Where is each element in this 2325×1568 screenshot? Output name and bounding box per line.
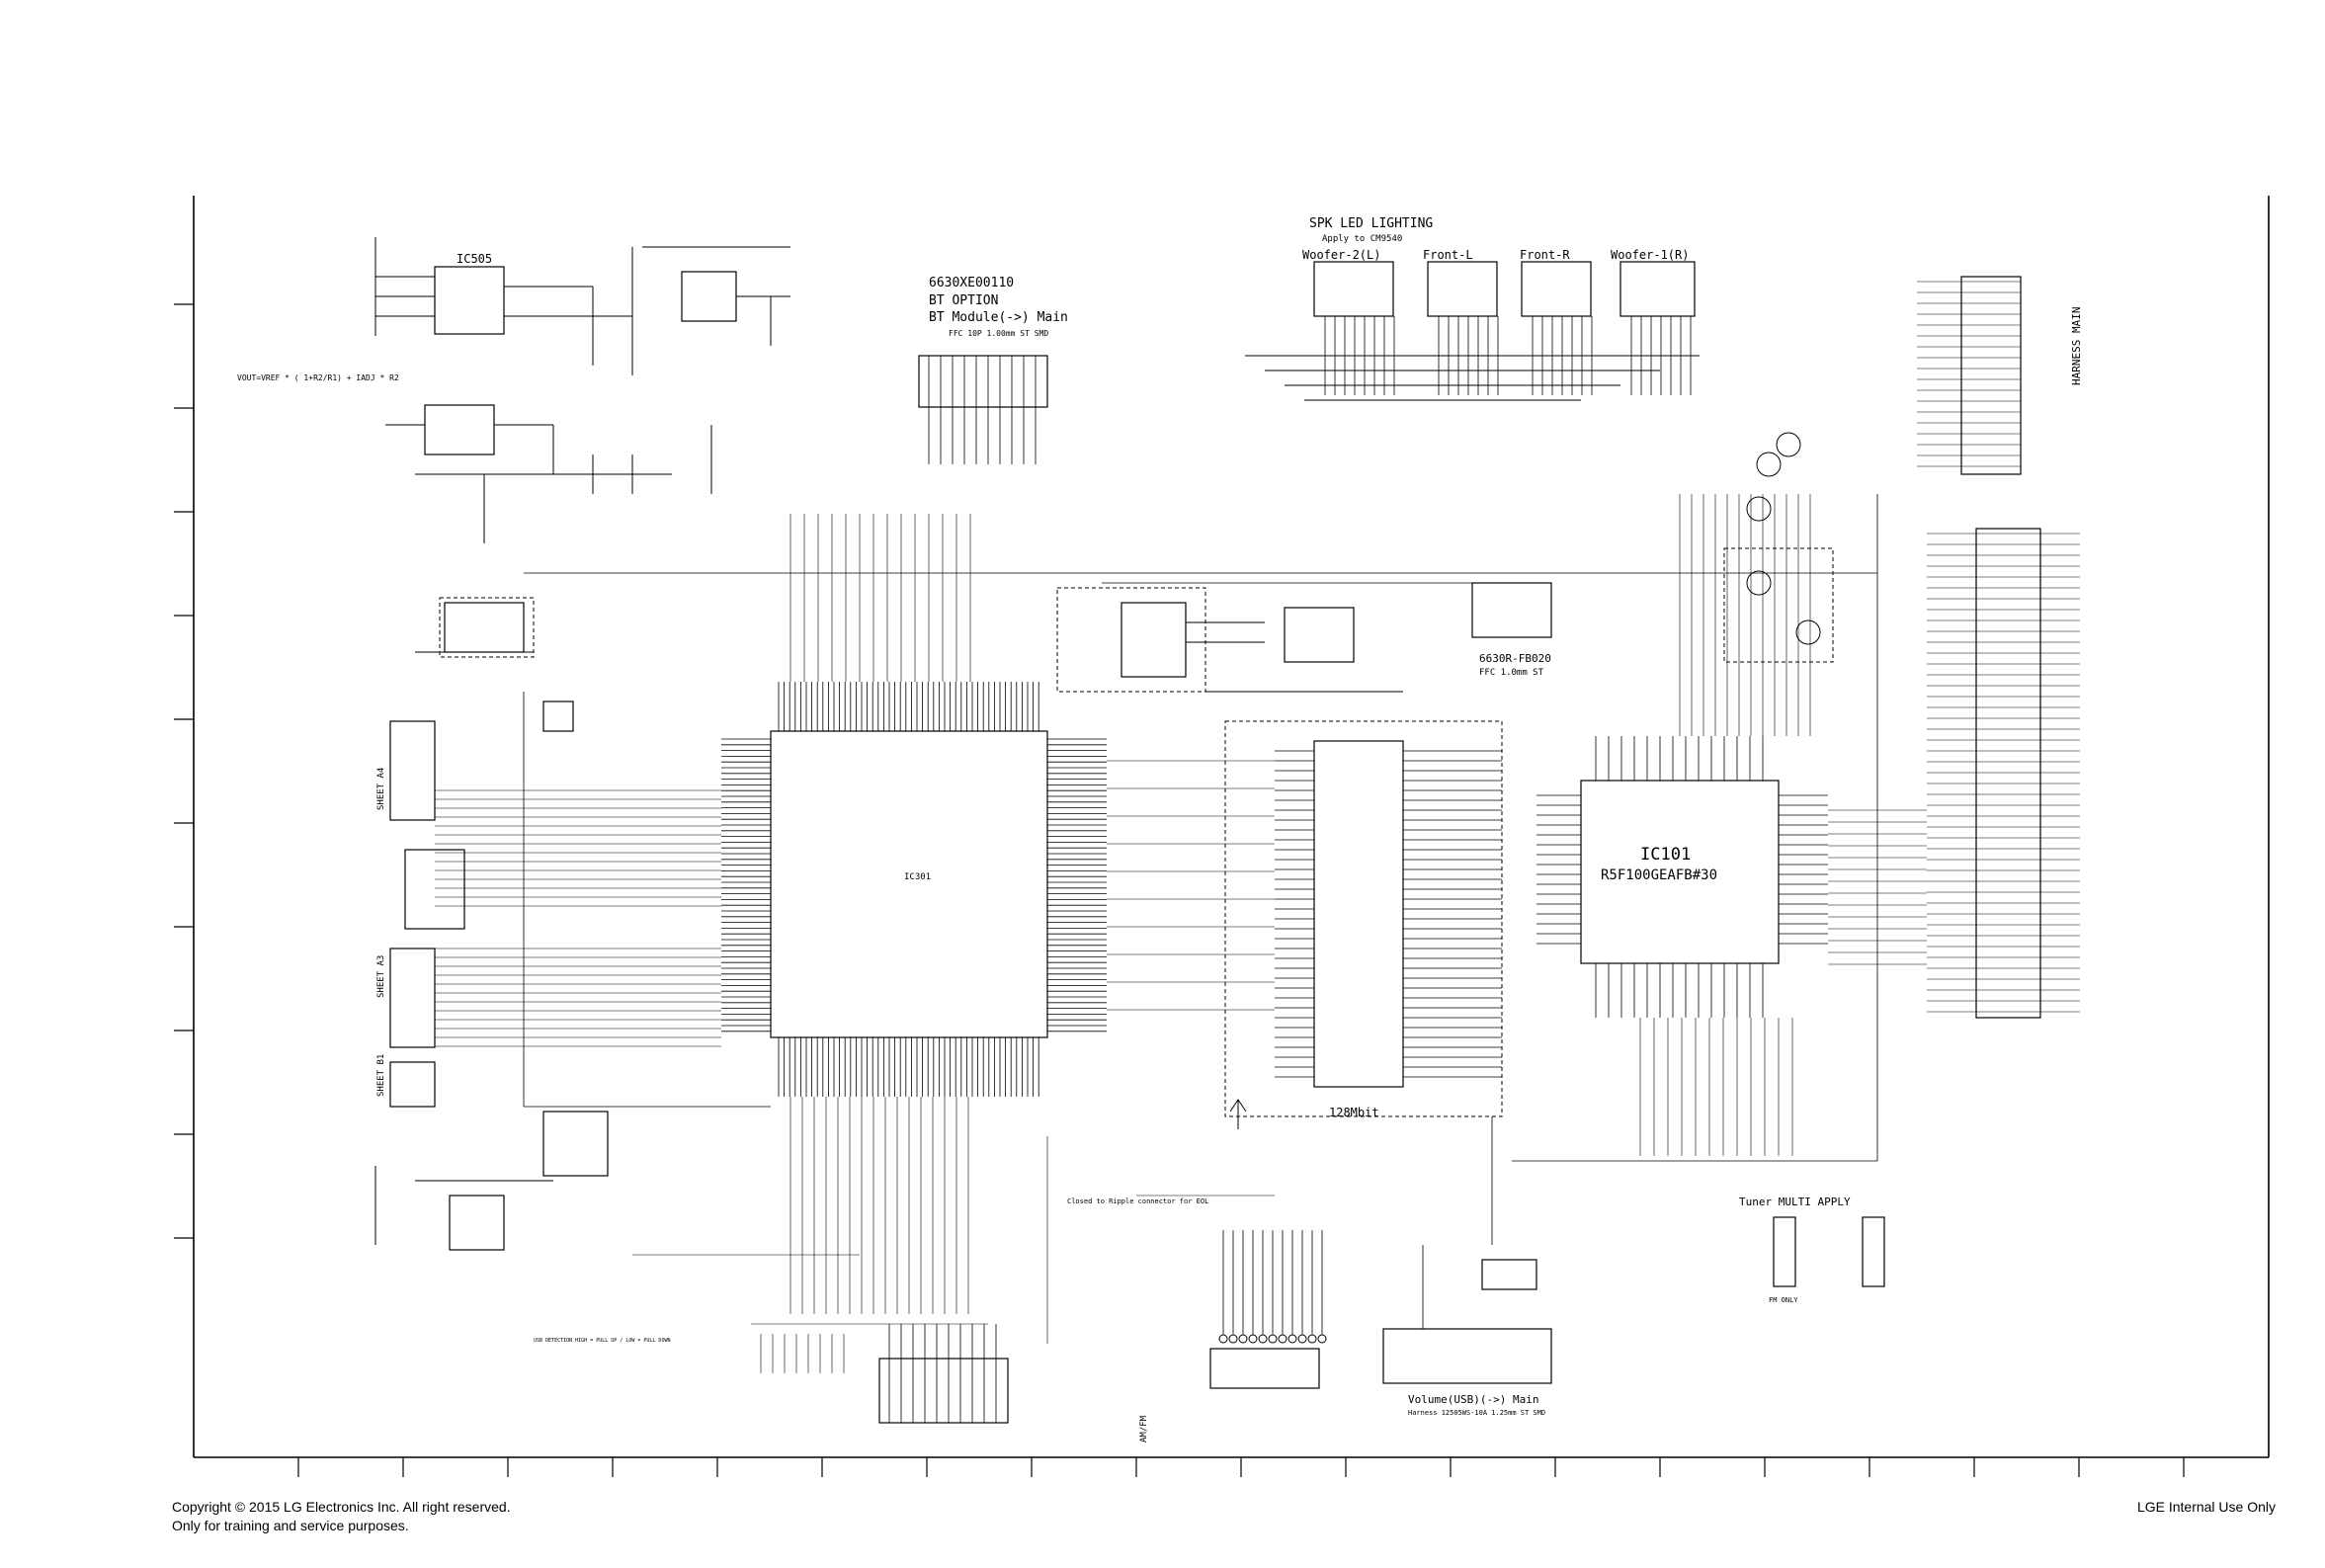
- ffc-connector: 6630R-FB020 FFC 1.0mm ST: [1471, 582, 1552, 678]
- volume-label: Volume(USB)(->) Main: [1408, 1393, 1538, 1406]
- ic505-regulator: IC505 VOUT=VREF * ( 1+R2/R1) + IADJ * R2: [237, 237, 790, 382]
- ic301-label: IC301: [904, 872, 931, 882]
- harness-main-label: HARNESS MAIN: [2070, 307, 2083, 385]
- bt-code: 6630XE00110: [929, 276, 1014, 290]
- bt-module-label: BT Module(->) Main: [929, 310, 1068, 325]
- bt-option: BT OPTION: [929, 293, 998, 308]
- woofer-l-label: Woofer-2(L): [1302, 248, 1380, 262]
- frame-bottom-ticks: [297, 1457, 2185, 1477]
- lower-left-regulators: [374, 597, 609, 1251]
- sheet-connectors: SHEET A4 SHEET A3 SHEET B1: [376, 720, 465, 1108]
- sheet-b1: SHEET B1: [376, 1054, 386, 1097]
- volume-usb-connector: Volume(USB)(->) Main Harness 12505WS-10A…: [1382, 1259, 1552, 1417]
- regulator-2: [385, 404, 712, 543]
- amfm-label: AM/FM: [1139, 1415, 1149, 1443]
- sheet-a4: SHEET A4: [376, 768, 386, 810]
- ic101-label: IC101: [1640, 845, 1691, 865]
- tuner-multi-apply: Tuner MULTI APPLY FM ONLY: [1739, 1196, 1885, 1304]
- harness-main: HARNESS MAIN: [1917, 276, 2083, 1019]
- usb-note: USB DETECTION HIGH = PULL UP / LOW = PUL…: [534, 1338, 670, 1344]
- ic505-label: IC505: [457, 252, 492, 266]
- spk-apply: Apply to CM9540: [1322, 234, 1402, 244]
- sheet-a3: SHEET A3: [376, 955, 386, 998]
- regulator-formula: VOUT=VREF * ( 1+R2/R1) + IADJ * R2: [237, 373, 399, 382]
- bottom-connector: [878, 1324, 1009, 1424]
- woofer-r-label: Woofer-1(R): [1611, 248, 1689, 262]
- front-r-label: Front-R: [1520, 248, 1570, 262]
- spk-led-lighting: SPK LED LIGHTING Apply to CM9540 Woofer-…: [1245, 216, 1700, 401]
- spi-flash-128mbit: 128Mbit: [1224, 720, 1503, 1129]
- amfm-connector: AM/FM: [1139, 1230, 1327, 1443]
- winbond-eeprom: [1056, 587, 1403, 693]
- front-l-label: Front-L: [1423, 248, 1473, 262]
- spk-title: SPK LED LIGHTING: [1309, 216, 1433, 231]
- ffc-code: 6630R-FB020: [1479, 652, 1551, 665]
- ic101-part: R5F100GEAFB#30: [1601, 867, 1717, 883]
- copyright-text: Copyright © 2015 LG Electronics Inc. All…: [172, 1499, 511, 1515]
- tuner-label: Tuner MULTI APPLY: [1739, 1196, 1851, 1208]
- internal-use-text: LGE Internal Use Only: [2136, 1499, 2276, 1515]
- frame-left-ticks: [174, 303, 194, 1239]
- training-text: Only for training and service purposes.: [172, 1518, 409, 1533]
- bt-module-connector: 6630XE00110 BT OPTION BT Module(->) Main…: [918, 276, 1068, 464]
- ic301-main-processor: IC301: [721, 682, 1107, 1097]
- bt-ffc: FFC 10P 1.00mm ST SMD: [949, 329, 1048, 338]
- wiring: [435, 494, 1927, 1373]
- fm-only-label: FM ONLY: [1769, 1296, 1798, 1304]
- drawing-frame: [193, 196, 2270, 1458]
- transistor-group: [1723, 432, 1834, 663]
- ic101-microcontroller: IC101 R5F100GEAFB#30: [1536, 736, 1828, 1018]
- ffc-desc: FFC 1.0mm ST: [1479, 668, 1544, 678]
- flash-size-label: 128Mbit: [1329, 1106, 1379, 1119]
- closed-note: Closed to Ripple connector for EOL: [1067, 1197, 1208, 1205]
- volume-harness: Harness 12505WS-10A 1.25mm ST SMD: [1408, 1409, 1545, 1417]
